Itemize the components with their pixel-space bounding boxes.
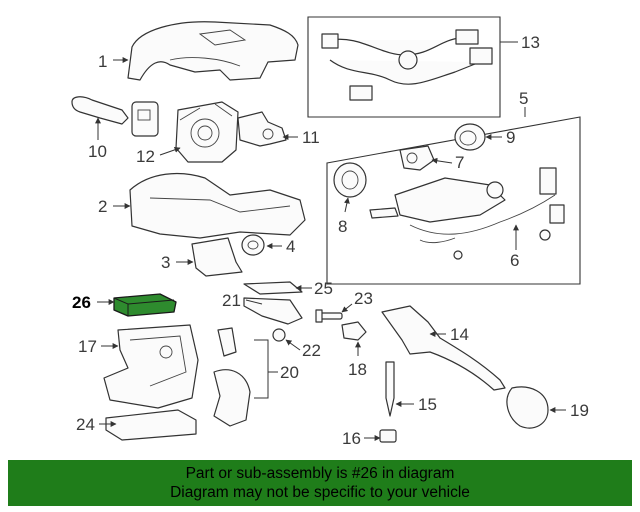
label-4: 4 [286,237,295,256]
part-6-lock-assembly[interactable] [369,167,565,260]
part-20-brackets[interactable] [213,327,251,427]
label-1: 1 [98,52,107,71]
part-22-nut[interactable] [272,328,286,342]
part-23-bolt[interactable] [315,309,343,323]
part-17-column-support[interactable] [103,324,199,409]
part-19-shift-knob[interactable] [506,386,549,429]
part-25-plate[interactable] [243,281,303,295]
label-22: 22 [302,341,321,360]
part-13-wiring-harness[interactable] [321,29,493,101]
label-6: 6 [510,251,519,270]
part-9-ring[interactable] [454,123,486,151]
footer-banner: Part or sub-assembly is #26 in diagram D… [8,460,632,506]
label-24: 24 [76,415,95,434]
label-8: 8 [338,217,347,236]
part-8-ignition-housing[interactable] [333,162,367,198]
label-14: 14 [450,325,469,344]
part-16-clip[interactable] [379,429,397,443]
label-9: 9 [506,128,515,147]
leader-lines [95,41,566,441]
label-12: 12 [136,147,155,166]
part-1-upper-cover[interactable] [127,21,299,81]
part-26-module[interactable] [113,293,177,317]
label-19: 19 [570,401,589,420]
footer-line-1: Part or sub-assembly is #26 in diagram [185,465,455,482]
parts-diagram: 1 2 3 4 5 6 7 8 9 10 11 12 13 14 15 16 1… [71,16,589,448]
label-13: 13 [521,33,540,52]
label-2: 2 [98,197,107,216]
part-21-plate[interactable] [243,297,303,325]
part-12-switch-body[interactable] [175,101,239,163]
label-23: 23 [354,289,373,308]
part-24-lower-plate[interactable] [105,409,197,441]
label-11: 11 [302,128,320,147]
label-26: 26 [72,293,91,312]
label-5: 5 [519,89,528,108]
part-3-bracket[interactable] [191,237,243,277]
harness-group-box [307,16,501,118]
part-15-pin[interactable] [385,361,395,417]
label-25: 25 [314,279,333,298]
label-15: 15 [418,395,437,414]
part-7-lock-cylinder[interactable] [399,145,435,171]
part-10-turn-signal-switch[interactable] [71,96,129,125]
label-7: 7 [455,153,464,172]
part-11-wiper-switch[interactable] [237,111,287,147]
lock-group-box [326,116,581,285]
label-20: 20 [280,363,299,382]
label-21: 21 [222,291,241,310]
label-16: 16 [342,429,361,448]
label-10: 10 [88,142,107,161]
label-3: 3 [161,253,170,272]
part-14-shift-lever[interactable] [381,305,506,391]
footer-line-2: Diagram may not be specific to your vehi… [170,484,470,501]
part-18-clip[interactable] [341,321,367,341]
part-4-bushing[interactable] [241,234,265,256]
part-2-lower-cover[interactable] [129,172,306,239]
label-18: 18 [348,360,367,379]
label-17: 17 [78,337,97,356]
